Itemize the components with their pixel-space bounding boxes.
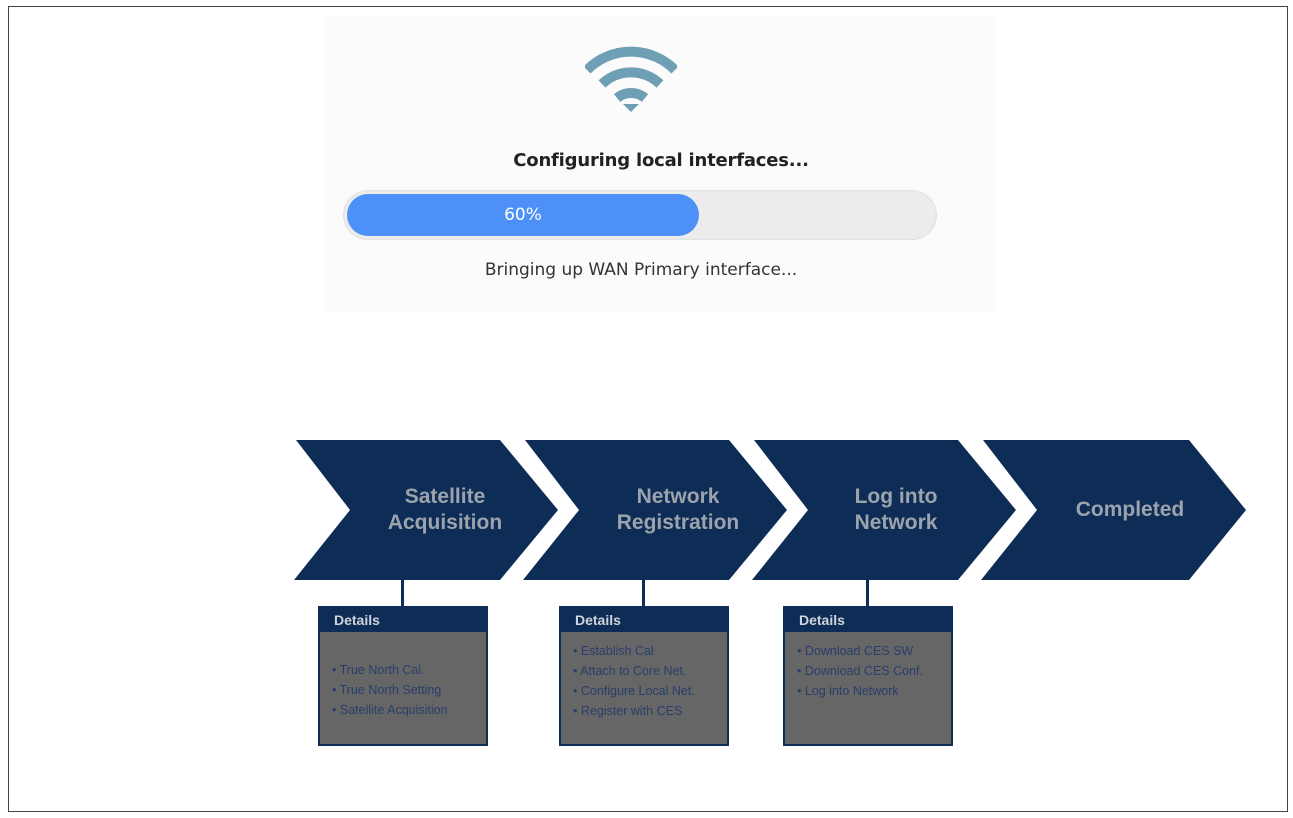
chevron-step-4: [981, 440, 1246, 580]
step-1-label: Satellite Acquisition: [355, 484, 535, 536]
details-box-1: Details True North Cal. True North Setti…: [318, 606, 488, 746]
step-3-label-line2: Network: [854, 511, 938, 534]
details-item: Register with CES: [573, 701, 727, 721]
step-2-label: Network Registration: [588, 484, 768, 536]
step-3-label-line1: Log into: [854, 485, 938, 508]
step-2-label-line2: Registration: [616, 511, 740, 534]
wifi-icon: [585, 46, 677, 112]
details-title: Details: [320, 608, 486, 632]
step-4-label: Completed: [1040, 497, 1220, 523]
chevron-step-1: [294, 440, 558, 580]
details-list: Establish Cal Attach to Core Net. Config…: [561, 632, 727, 721]
chevron-step-3: [752, 440, 1016, 580]
connector-3: [866, 580, 869, 606]
details-item: Satellite Acquisition: [332, 700, 486, 720]
details-item: Configure Local Net.: [573, 681, 727, 701]
details-box-2: Details Establish Cal Attach to Core Net…: [559, 606, 729, 746]
details-item: True North Setting: [332, 680, 486, 700]
step-1-label-line1: Satellite: [404, 485, 486, 508]
status-title: Configuring local interfaces...: [513, 150, 809, 171]
chevron-step-2: [523, 440, 787, 580]
connector-2: [642, 580, 645, 606]
status-subtitle: Bringing up WAN Primary interface...: [484, 260, 798, 280]
details-title: Details: [785, 608, 951, 632]
details-list: Download CES SW Download CES Conf. Log i…: [785, 632, 951, 701]
step-3-label: Log into Network: [806, 484, 986, 536]
details-item: Attach to Core Net.: [573, 661, 727, 681]
step-4-label-line1: Completed: [1075, 498, 1185, 521]
progress-bar: 60%: [343, 190, 937, 240]
details-title: Details: [561, 608, 727, 632]
connector-1: [401, 580, 404, 606]
details-box-3: Details Download CES SW Download CES Con…: [783, 606, 953, 746]
details-list: True North Cal. True North Setting Satel…: [320, 632, 486, 720]
step-1-label-line2: Acquisition: [387, 511, 503, 534]
page-frame: [8, 6, 1288, 812]
details-item: True North Cal.: [332, 660, 486, 680]
progress-fill: 60%: [347, 194, 699, 236]
details-item: Download CES Conf.: [797, 661, 951, 681]
details-item: Log into Network: [797, 681, 951, 701]
step-2-label-line1: Network: [636, 485, 720, 508]
details-item: Download CES SW: [797, 641, 951, 661]
details-item: Establish Cal: [573, 641, 727, 661]
